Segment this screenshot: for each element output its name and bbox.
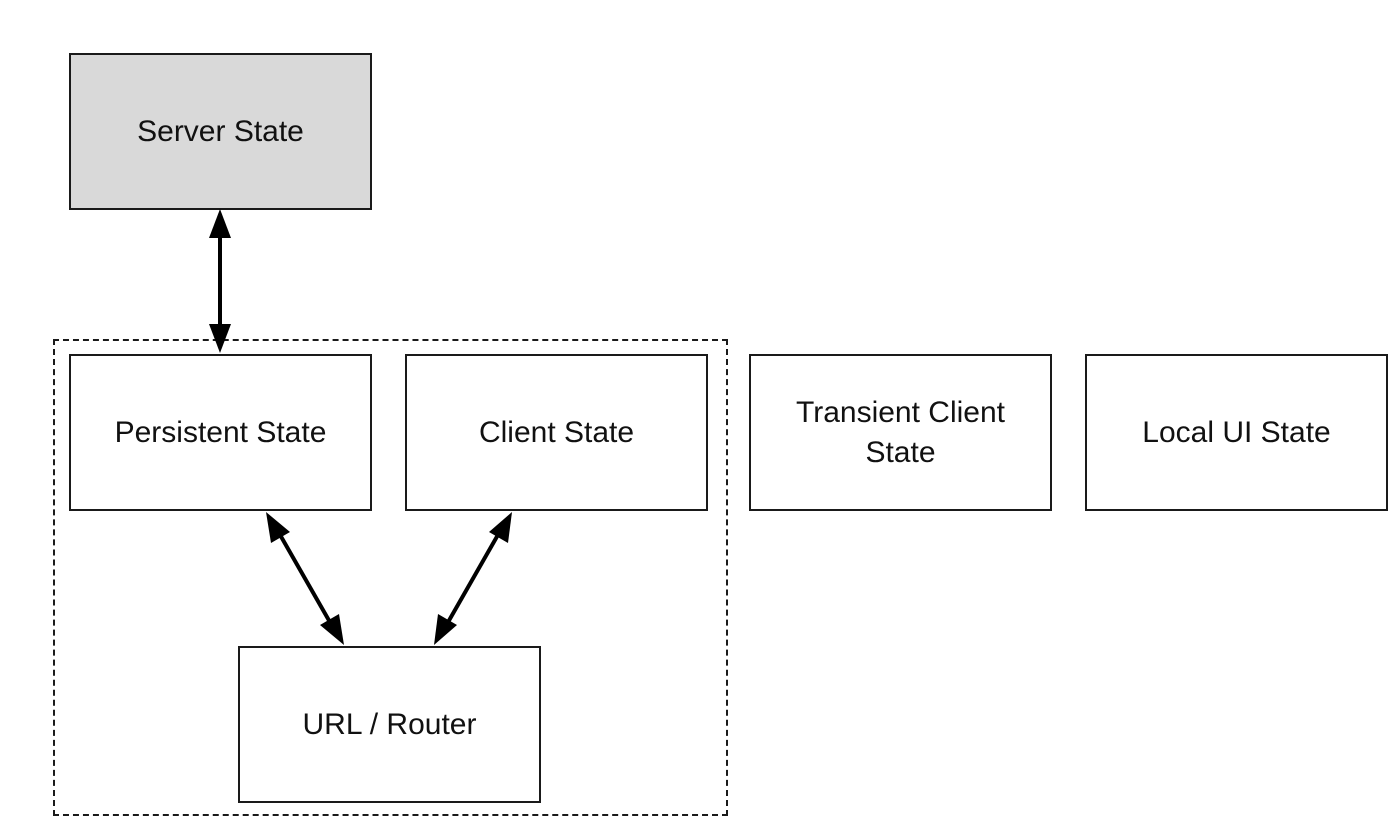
- local-ui-state-node: Local UI State: [1085, 354, 1388, 511]
- local-ui-state-label: Local UI State: [1142, 415, 1331, 449]
- client-state-label: Client State: [478, 415, 635, 449]
- persistent-state-label: Persistent State: [114, 415, 327, 449]
- client-state-node: Client State: [405, 354, 708, 511]
- server-state-node: Server State: [69, 53, 372, 210]
- url-router-label: URL / Router: [302, 707, 477, 741]
- server-state-label: Server State: [137, 114, 304, 148]
- url-router-node: URL / Router: [238, 646, 541, 803]
- persistent-state-node: Persistent State: [69, 354, 372, 511]
- transient-client-state-label: Transient Client State: [796, 395, 1005, 469]
- transient-client-state-node: Transient Client State: [749, 354, 1052, 511]
- client-side-group-frame: [53, 339, 728, 816]
- server-persistent-arrow: [209, 209, 231, 353]
